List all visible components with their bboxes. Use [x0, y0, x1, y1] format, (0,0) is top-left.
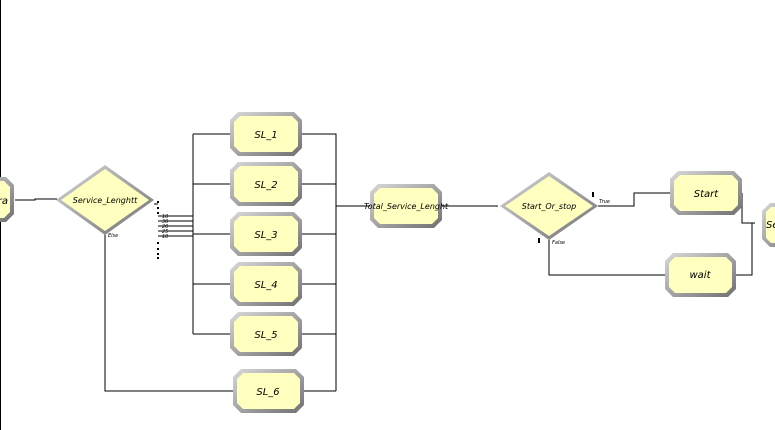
exit-point [157, 201, 159, 203]
branch-label-false: False [552, 240, 565, 246]
process-wait[interactable]: wait [665, 253, 736, 297]
decide-service-lenght-label: Service_Lenghtt [73, 196, 138, 205]
process-sl-5-label: SL_5 [254, 330, 277, 341]
branch-pct-3: 20 [162, 224, 168, 230]
process-sl-1-label: SL_1 [254, 130, 277, 141]
decide-start-or-stop-label: Start_Or_stop [522, 202, 576, 211]
process-sl-1[interactable]: SL_1 [230, 112, 302, 156]
process-start[interactable]: Start [670, 171, 742, 215]
process-total-service-label: Total_Service_Lenght [364, 202, 449, 211]
process-sl-5[interactable]: SL_5 [230, 312, 302, 356]
branch-label-true: True [599, 199, 610, 205]
process-sl-4-label: SL_4 [254, 280, 277, 291]
branch-label-else: Else [108, 233, 118, 239]
process-sl-3[interactable]: SL_3 [230, 212, 302, 256]
branch-pct-5: 10 [162, 234, 168, 240]
exit-point [157, 257, 159, 259]
exit-point [157, 207, 159, 209]
process-sl-2[interactable]: SL_2 [230, 162, 302, 206]
process-start-label: Start [694, 189, 720, 200]
process-sl-2-label: SL_2 [254, 180, 277, 191]
process-wait-label: wait [689, 270, 711, 281]
process-total-service[interactable]: Total_Service_Lenght [364, 184, 449, 228]
branch-pct-1: 10 [162, 214, 168, 220]
connectors [15, 133, 755, 392]
branch-pct-2: 30 [162, 219, 168, 225]
connector-true-to-start [598, 192, 670, 207]
process-sl-3-label: SL_3 [254, 230, 277, 241]
connector-false-to-wait [548, 238, 665, 276]
decide-start-or-stop[interactable]: Start_Or_stop [500, 172, 598, 240]
exit-point [538, 238, 540, 243]
decide-service-lenght[interactable]: Service_Lenghtt [56, 165, 154, 235]
connector-trunk-right [302, 133, 337, 391]
process-sl-6-label: SL_6 [256, 387, 279, 398]
exit-point-markers [157, 192, 594, 259]
connector-else-to-sl6 [104, 233, 233, 392]
exit-point [592, 192, 594, 197]
exit-point [157, 253, 159, 255]
exit-point [157, 242, 159, 244]
process-right-partial[interactable]: Se… [762, 203, 775, 247]
process-sl-6[interactable]: SL_6 [233, 369, 304, 413]
connector-start-to-right [741, 193, 755, 224]
branch-pct-4: 25 [162, 229, 168, 235]
exit-point [157, 212, 159, 214]
connector-wait-to-right [736, 223, 753, 276]
branch-percentages: 10 30 20 25 10 [162, 214, 168, 240]
process-capture-partial[interactable]: …ptura [0, 177, 14, 222]
process-right-partial-label: Se… [766, 220, 775, 231]
exit-point [157, 248, 159, 250]
process-sl-4[interactable]: SL_4 [230, 262, 302, 306]
process-capture-label: …ptura [0, 196, 8, 207]
connector-capture-to-service [15, 198, 57, 201]
